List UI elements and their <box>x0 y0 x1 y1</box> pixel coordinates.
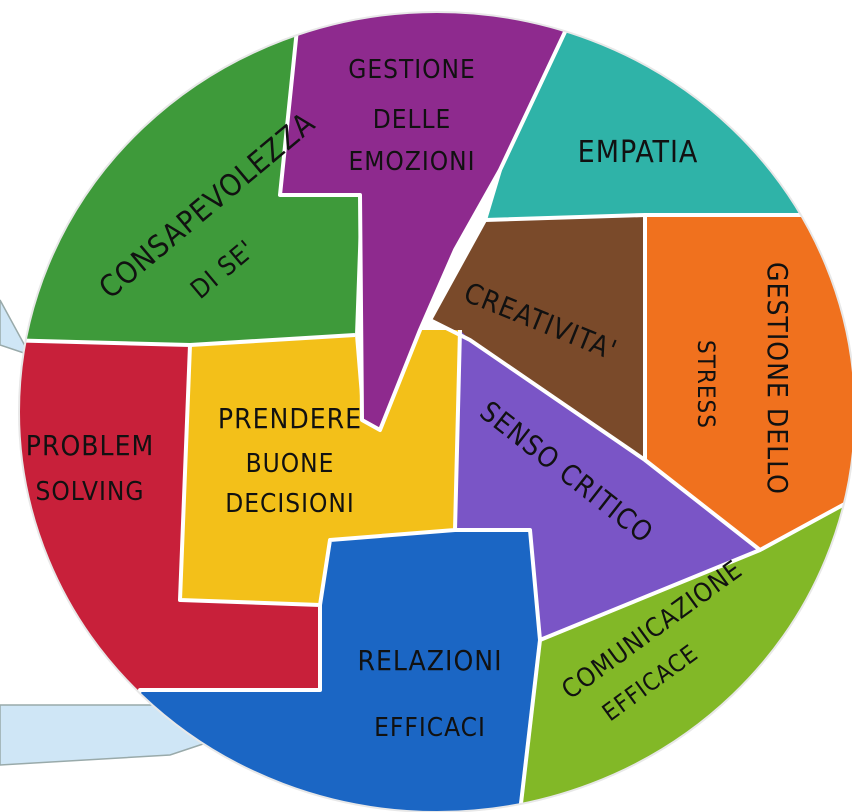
label-emozioni: GESTIONE DELLE EMOZIONI <box>348 55 476 177</box>
segment-creativita <box>430 215 645 460</box>
label-empatia: EMPATIA <box>578 135 699 170</box>
callout-bubble-upper <box>0 299 32 357</box>
label-problem-line-2: SOLVING <box>36 477 145 507</box>
label-decisioni-line-3: DECISIONI <box>225 489 355 519</box>
label-problem: PROBLEM SOLVING <box>26 429 154 507</box>
label-emozioni-line-3: EMOZIONI <box>348 147 475 177</box>
label-stress: GESTIONE DELLO STRESS <box>692 262 794 495</box>
label-decisioni-line-2: BUONE <box>246 449 335 479</box>
label-emozioni-line-1: GESTIONE <box>348 55 476 85</box>
segment-stress <box>645 215 852 550</box>
segment-senso <box>455 330 760 640</box>
label-relazioni-line-1: RELAZIONI <box>357 644 502 677</box>
label-decisioni: PRENDERE BUONE DECISIONI <box>218 402 362 519</box>
label-stress-line-2: STRESS <box>692 340 720 429</box>
wheel-outline <box>18 11 852 812</box>
label-emozioni-line-2: DELLE <box>373 105 452 135</box>
label-relazioni-line-2: EFFICACI <box>374 713 486 743</box>
label-problem-line-1: PROBLEM <box>26 429 154 462</box>
callout-bubble-lower <box>0 704 217 766</box>
label-relazioni: RELAZIONI EFFICACI <box>357 644 502 743</box>
label-stress-line-1: GESTIONE DELLO <box>761 262 794 495</box>
segment-decisioni <box>180 330 460 605</box>
label-decisioni-line-1: PRENDERE <box>218 402 362 435</box>
segment-emozioni <box>280 12 580 430</box>
